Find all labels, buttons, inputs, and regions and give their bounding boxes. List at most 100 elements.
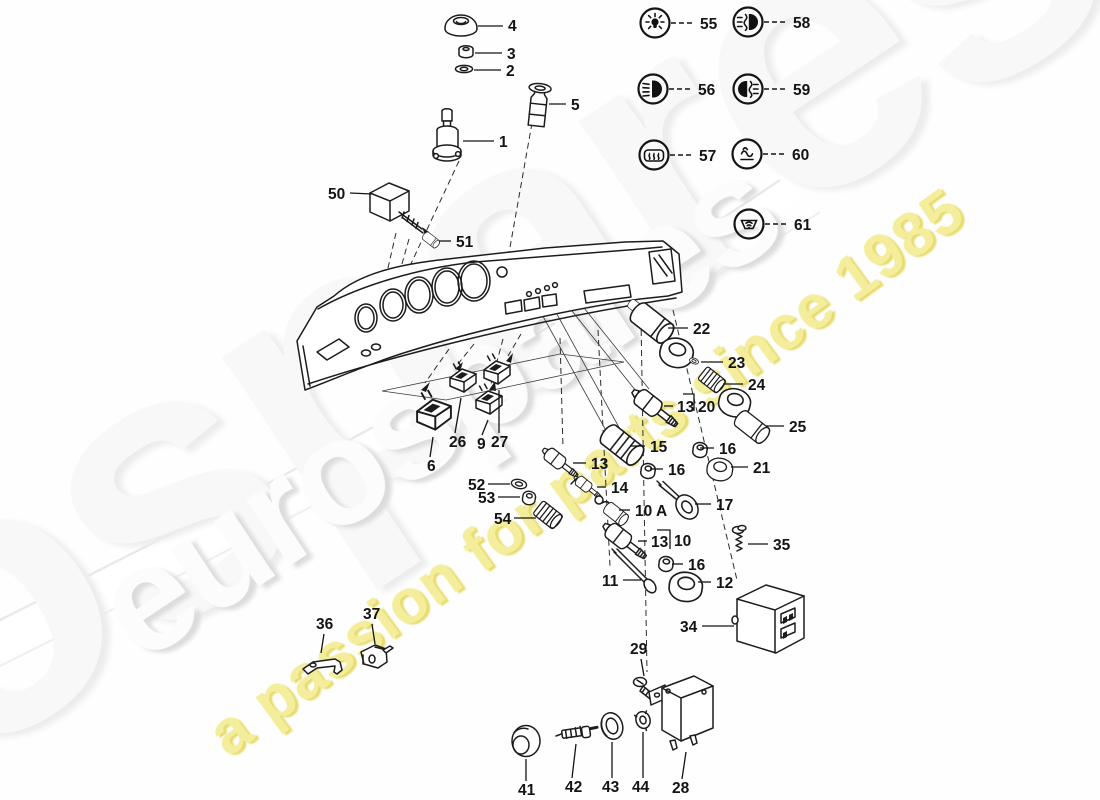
part-35-screw (731, 524, 747, 552)
part-number: 17 (716, 497, 733, 514)
part-label-5: 5 (549, 97, 580, 114)
part-number: 21 (753, 460, 771, 477)
part-number: 53 (478, 490, 496, 507)
part-37-clip (360, 644, 394, 669)
part-label-16: 16 (700, 441, 737, 458)
part-44-nut (633, 710, 651, 732)
part-number: 22 (693, 321, 710, 338)
part-28-relay (648, 675, 714, 751)
part-11-rod (611, 548, 657, 594)
part-41-cap (511, 724, 541, 758)
part-label-51: 51 (439, 234, 474, 251)
part-number: 10 (674, 533, 691, 550)
part-number: 2 (506, 63, 515, 80)
legend-item-58: 58 (732, 6, 811, 38)
part-number: 42 (565, 779, 582, 796)
legend-number: 56 (698, 82, 716, 99)
part-label-11: 11 (602, 573, 641, 590)
part-label-29: 29 (630, 641, 648, 677)
part-number: 1 (499, 134, 508, 151)
part-label-17: 17 (695, 497, 733, 514)
part-label-23: 23 (701, 355, 746, 372)
part-number: 5 (571, 97, 580, 114)
part-label-27: 27 (491, 390, 508, 451)
part-label-21: 21 (731, 460, 771, 477)
part-2-washer (454, 64, 474, 74)
part-number: 14 (611, 480, 629, 497)
part-10a-bulb-socket (594, 495, 631, 528)
part-label-3: 3 (475, 46, 516, 63)
part-label-12: 12 (698, 575, 733, 592)
part-label-54: 54 (494, 511, 536, 528)
part-label-25: 25 (766, 419, 807, 436)
part-label-13: 13 (573, 456, 609, 473)
part-number: 25 (789, 419, 807, 436)
part-number: 43 (602, 779, 620, 796)
guide-arrowheads (421, 353, 513, 392)
part-43-grommet (600, 712, 624, 740)
part-number: 51 (456, 234, 474, 251)
part-21-grommet (704, 455, 735, 484)
part-number: 44 (632, 779, 650, 796)
part-50-knob (369, 182, 429, 235)
part-number: 37 (363, 606, 380, 623)
legend-item-55: 55 (639, 7, 718, 39)
symbol-circle (732, 6, 764, 38)
part-number: 41 (518, 782, 536, 799)
part-number: 54 (494, 511, 512, 528)
part-number: 29 (630, 641, 648, 658)
part-label-15: 15 (630, 439, 668, 456)
part-number: 16 (668, 462, 686, 479)
part-label-2: 2 (474, 63, 515, 80)
legend-number: 58 (793, 15, 811, 32)
part-label-13: 13 (638, 534, 669, 551)
part-label-41: 41 (518, 759, 536, 799)
part-number: 13 (677, 399, 695, 416)
part-label-14: 14 (597, 480, 629, 497)
symbol-circle (732, 73, 764, 105)
part-label-50: 50 (328, 186, 373, 203)
part-label-16: 16 (672, 557, 706, 574)
leader-line (681, 751, 687, 780)
legend-item-57: 57 (638, 139, 716, 171)
part-16-bushing-b (639, 461, 657, 481)
leader-line (349, 192, 373, 195)
part-number: 3 (507, 46, 516, 63)
part-36-bracket (302, 658, 343, 675)
symbol-circle (733, 208, 765, 240)
leader-line (454, 397, 462, 434)
part-label-22: 22 (668, 321, 710, 338)
dashboard-illustration (296, 240, 683, 391)
part-number: 13 (591, 456, 609, 473)
legend-number: 55 (700, 16, 718, 33)
part-label-43: 43 (602, 742, 620, 796)
legend-item-56: 56 (637, 73, 716, 105)
part-42-valve (555, 725, 599, 740)
leader-line (481, 419, 489, 436)
part-number: 16 (719, 441, 737, 458)
part-label-42: 42 (565, 743, 582, 796)
part-34-relay (731, 584, 805, 654)
symbol-circle (638, 139, 670, 171)
part-number: 26 (449, 434, 467, 451)
part-4-knob (444, 14, 478, 37)
leader-line (429, 436, 434, 458)
part-number: 50 (328, 186, 345, 203)
part-number: 34 (680, 619, 698, 636)
legend-number: 61 (794, 217, 812, 234)
part-17-knob (656, 480, 699, 520)
part-number: 13 (651, 534, 669, 551)
part-label-28: 28 (672, 751, 690, 797)
part-label-52: 52 (468, 477, 510, 494)
symbol-circle (639, 7, 671, 39)
part-label-35: 35 (748, 537, 791, 554)
part-label-34: 34 (680, 619, 734, 636)
part-number: 28 (672, 780, 690, 797)
part-number: 4 (508, 18, 517, 35)
part-label-53: 53 (478, 490, 520, 507)
legend-item-61: 61 (733, 208, 812, 240)
part-number: 52 (468, 477, 485, 494)
